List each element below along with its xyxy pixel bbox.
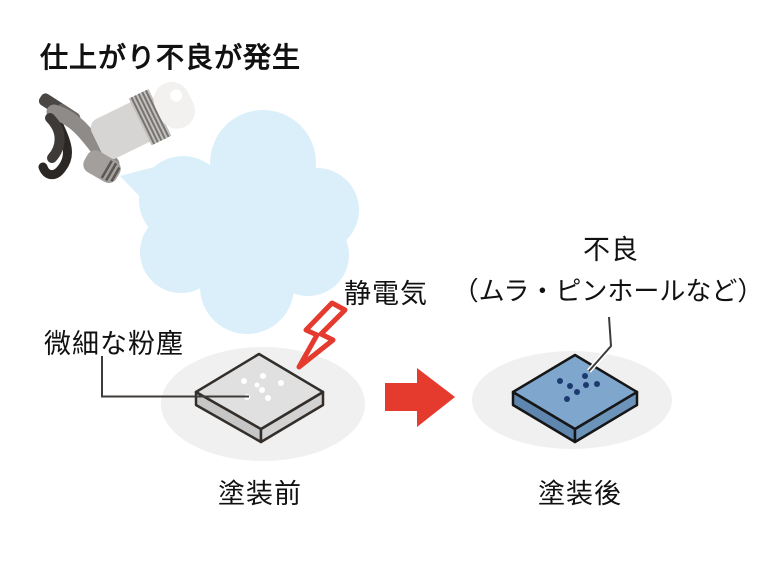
defect-label: 不良 [583, 235, 639, 265]
after-painting-label: 塗装後 [538, 479, 622, 509]
leader-line-fine-dust [101, 356, 249, 398]
arrow-right-icon [385, 368, 455, 427]
spray-gun-cup [90, 81, 195, 160]
before-painting-label: 塗装前 [218, 479, 302, 509]
spray-gun-icon [38, 81, 195, 183]
spray-cloud [120, 110, 359, 334]
spray-gun-nozzle [83, 150, 121, 183]
defect-detail-label: （ムラ・ピンホールなど） [452, 276, 764, 306]
defect-dots [557, 373, 600, 402]
leader-line-defect [588, 316, 613, 372]
lightning-bolt-icon [296, 300, 348, 370]
page-title: 仕上がり不良が発生 [40, 42, 302, 73]
spray-gun-handle [45, 113, 65, 163]
static-electricity-label: 静電気 [344, 279, 428, 309]
fine-dust-label: 微細な粉塵 [44, 329, 184, 359]
